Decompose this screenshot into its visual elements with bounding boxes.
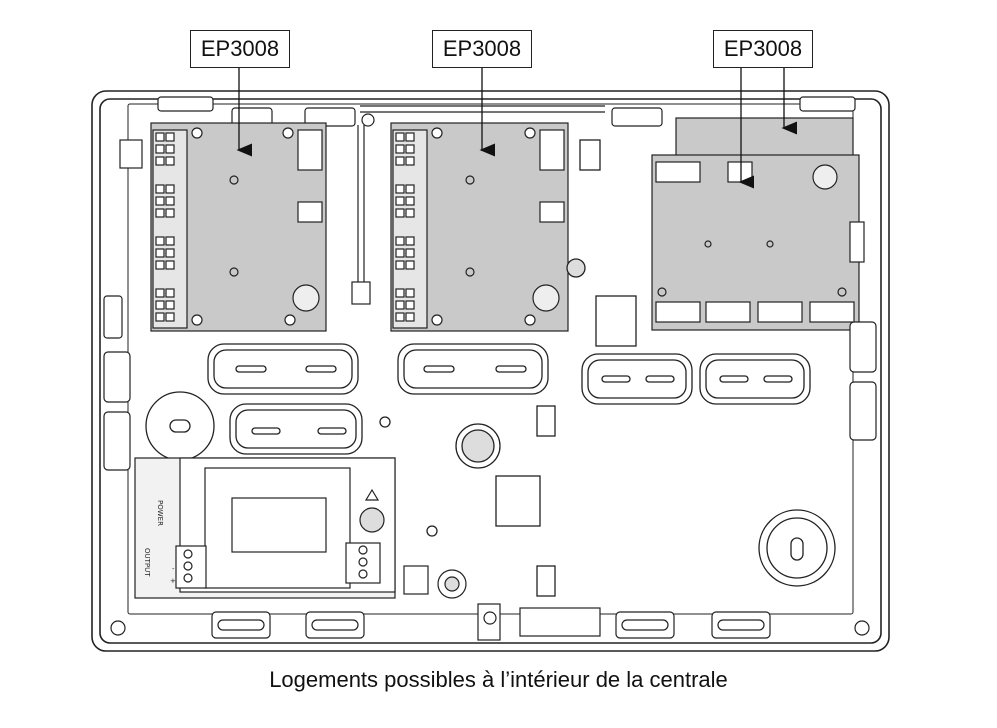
power-label: POWER [156, 500, 164, 526]
bottom-rail [110, 607, 870, 639]
callout-arrows [236, 68, 797, 189]
label-slot-middle: EP3008 [432, 30, 532, 68]
module-middle [390, 122, 569, 332]
module-right [651, 117, 865, 331]
module-left [150, 122, 327, 332]
side-clips [103, 139, 877, 471]
round-knockouts [145, 139, 836, 597]
caption: Logements possibles à l’intérieur de la … [269, 667, 728, 692]
output-plus: + [170, 577, 176, 585]
knockout-row-top [207, 343, 811, 405]
label-slot-right: EP3008 [713, 30, 813, 68]
cable-channel [351, 113, 375, 305]
output-minus: - [172, 565, 175, 573]
output-label: OUTPUT [143, 548, 151, 577]
knockout-row-second [229, 403, 363, 455]
top-rail [157, 96, 856, 127]
power-supply [134, 457, 501, 641]
label-slot-left: EP3008 [190, 30, 290, 68]
